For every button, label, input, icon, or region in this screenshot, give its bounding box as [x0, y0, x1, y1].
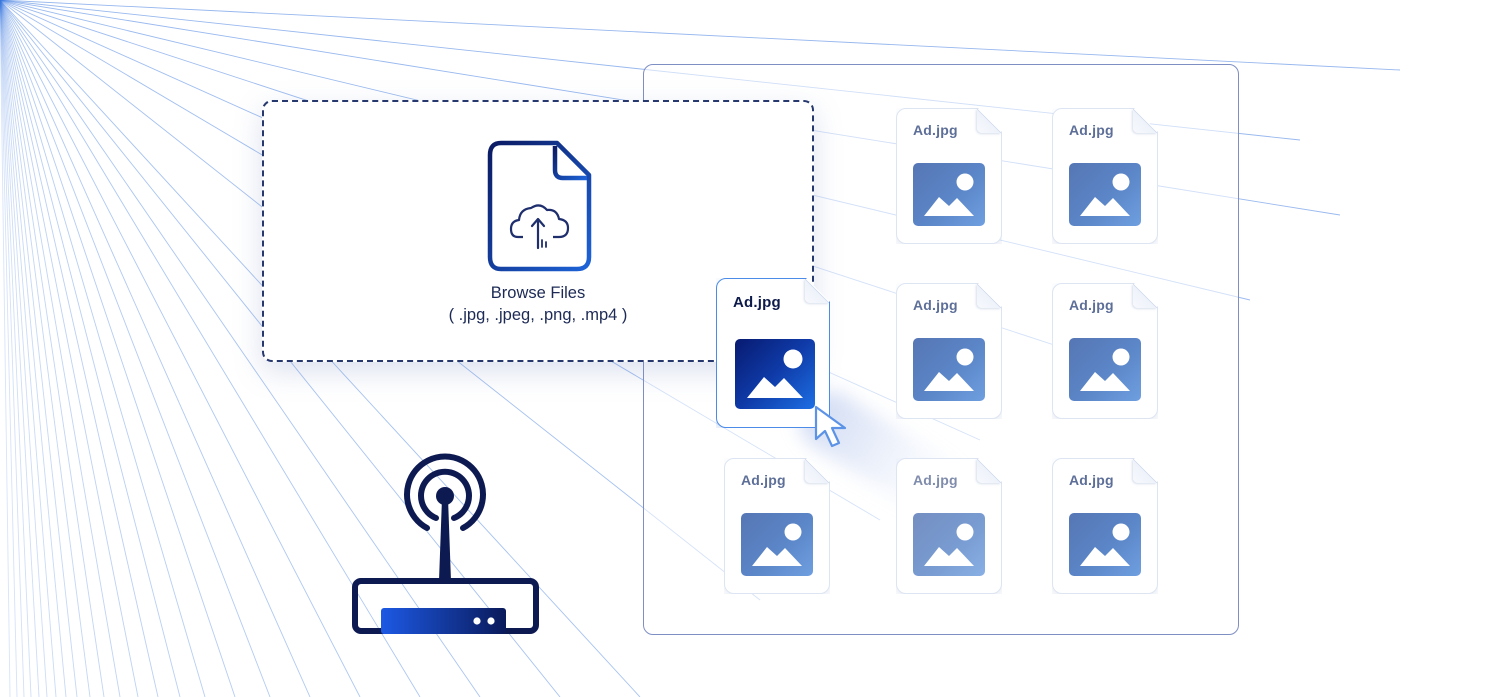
file-card[interactable]: Ad.jpg	[896, 108, 1002, 244]
image-icon	[913, 513, 985, 576]
file-name: Ad.jpg	[1069, 122, 1114, 138]
image-icon	[913, 338, 985, 401]
file-name: Ad.jpg	[741, 472, 786, 488]
image-icon	[1069, 338, 1141, 401]
image-icon	[1069, 513, 1141, 576]
file-name: Ad.jpg	[913, 472, 958, 488]
file-card[interactable]: Ad.jpg	[1052, 108, 1158, 244]
accepted-formats-label: ( .jpg, .jpeg, .png, .mp4 )	[448, 306, 628, 324]
image-icon	[735, 339, 815, 409]
file-card[interactable]: Ad.jpg	[896, 283, 1002, 419]
image-icon	[741, 513, 813, 576]
file-card[interactable]: Ad.jpg	[1052, 458, 1158, 594]
file-card-selected[interactable]: Ad.jpg	[716, 278, 830, 428]
wifi-router-icon	[352, 453, 539, 634]
file-name: Ad.jpg	[1069, 472, 1114, 488]
file-name: Ad.jpg	[733, 294, 781, 311]
file-upload-icon	[487, 140, 592, 272]
image-icon	[1069, 163, 1141, 226]
file-name: Ad.jpg	[913, 297, 958, 313]
image-icon	[913, 163, 985, 226]
file-name: Ad.jpg	[913, 122, 958, 138]
file-name: Ad.jpg	[1069, 297, 1114, 313]
mouse-cursor-icon	[814, 405, 847, 448]
file-card[interactable]: Ad.jpg	[896, 458, 1002, 594]
browse-files-label[interactable]: Browse Files	[490, 284, 586, 302]
file-card[interactable]: Ad.jpg	[724, 458, 830, 594]
file-card[interactable]: Ad.jpg	[1052, 283, 1158, 419]
